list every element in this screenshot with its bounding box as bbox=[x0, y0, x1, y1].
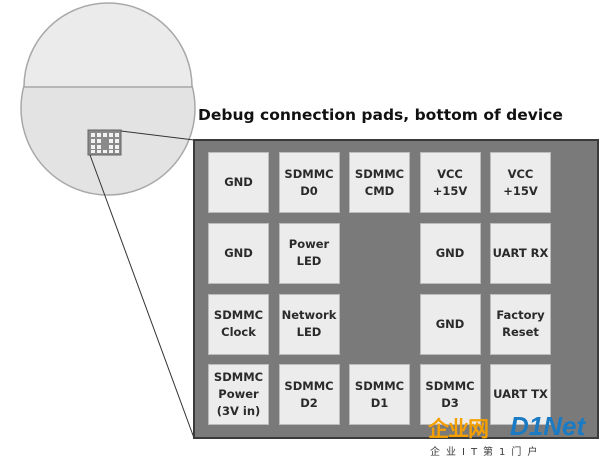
debug-pad: UART TX bbox=[490, 364, 551, 426]
debug-pad: SDMMC D0 bbox=[278, 152, 340, 213]
debug-pad: SDMMC Power (3V in) bbox=[208, 364, 269, 426]
debug-pad: VCC +15V bbox=[419, 152, 481, 213]
debug-pad: GND bbox=[419, 222, 481, 284]
diagram-title: Debug connection pads, bottom of device bbox=[198, 106, 563, 124]
debug-pad: SDMMC Clock bbox=[208, 293, 269, 355]
debug-pad: SDMMC D2 bbox=[278, 364, 340, 426]
zoom-line-bottom bbox=[89, 154, 195, 439]
device-pad-cluster bbox=[87, 129, 122, 156]
debug-pad: SDMMC CMD bbox=[349, 152, 410, 213]
debug-pad: VCC +15V bbox=[490, 152, 551, 213]
watermark-en: D1Net bbox=[510, 411, 586, 441]
debug-pad: Power LED bbox=[278, 222, 340, 284]
debug-pad: SDMMC D1 bbox=[349, 364, 410, 426]
debug-pad: SDMMC D3 bbox=[419, 364, 481, 426]
zoom-line-top bbox=[120, 130, 195, 141]
debug-pad: UART RX bbox=[490, 222, 551, 284]
debug-pad: GND bbox=[419, 293, 481, 355]
device-cap-arc bbox=[23, 2, 193, 88]
debug-pad: GND bbox=[208, 222, 269, 284]
watermark-cn: 企业网 bbox=[428, 417, 489, 441]
watermark-sub: 企业IT第1门户 bbox=[430, 447, 544, 458]
debug-pad: GND bbox=[208, 152, 269, 213]
debug-pad: Factory Reset bbox=[490, 293, 551, 355]
debug-pad: Network LED bbox=[278, 293, 340, 355]
watermark-logo: 企业网 D1Net 企业IT第1门户 bbox=[428, 411, 598, 459]
